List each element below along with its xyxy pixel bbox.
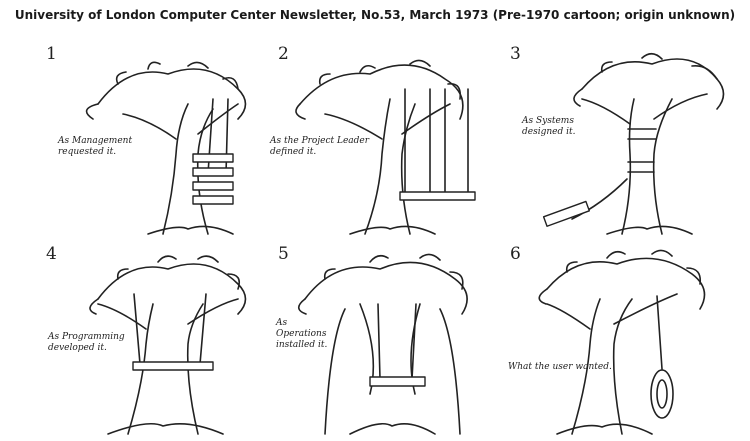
tree-swing-illustration-1 [85, 61, 247, 235]
tree-swing-illustration-2 [295, 59, 476, 235]
panel-caption: As Systems designed it. [522, 116, 576, 137]
panel-2: 2 As the Project Leader defined it. [270, 44, 502, 240]
panel-number: 2 [278, 44, 289, 64]
panel-number: 3 [510, 44, 521, 64]
panel-caption: As the Project Leader defined it. [270, 136, 370, 157]
tree-swing-illustration-5 [297, 253, 468, 435]
panel-5: 5 As Operations installed it. [270, 244, 502, 440]
panel-caption: As Operations installed it. [276, 318, 328, 350]
panel-number: 6 [510, 244, 521, 264]
panel-caption: What the user wanted. [508, 362, 612, 372]
tree-swing-illustration-3 [542, 52, 725, 235]
panel-caption: As Management requested it. [58, 136, 133, 157]
tree-swing-illustration-4 [89, 255, 247, 435]
page-title: University of London Computer Center New… [14, 8, 736, 22]
panel-caption: As Programming developed it. [48, 332, 125, 353]
panel-3: 3 As Systems designed it. [502, 44, 734, 240]
panel-6: 6 What the user wanted. [502, 244, 734, 440]
tree-swing-illustration-6 [538, 249, 706, 435]
panel-number: 5 [278, 244, 289, 264]
panel-number: 4 [46, 244, 57, 264]
panel-4: 4 As Programming developed it. [38, 244, 270, 440]
panel-1: 1 As Management requested it. [38, 44, 270, 240]
cartoon-grid: 1 As Management requested it. 2 As the P… [38, 44, 750, 441]
panel-number: 1 [46, 44, 57, 64]
